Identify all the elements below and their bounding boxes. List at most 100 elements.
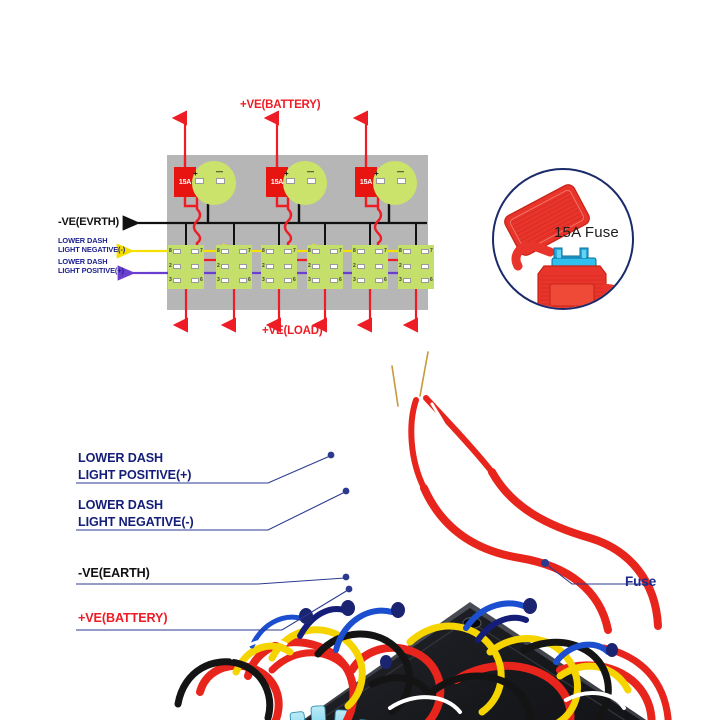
terminal-number: 7 bbox=[339, 248, 342, 254]
terminal-number: 3 bbox=[399, 277, 402, 283]
terminal-number: 2 bbox=[353, 263, 356, 269]
terminal-number: 8 bbox=[262, 248, 265, 254]
terminal-number: 3 bbox=[262, 277, 265, 283]
terminal-number: 7 bbox=[200, 248, 203, 254]
terminal-pad bbox=[357, 278, 365, 283]
terminal-pad bbox=[312, 249, 320, 254]
callout-line-2: LIGHT POSITIVE(+) bbox=[78, 467, 192, 482]
fuse-rating-label: 15A bbox=[270, 178, 284, 186]
socket-3-minus-sign: — bbox=[397, 169, 404, 176]
terminal-number: 2 bbox=[217, 263, 220, 269]
terminal-pad bbox=[357, 249, 365, 254]
terminal-pad bbox=[221, 264, 229, 269]
terminal-pad bbox=[239, 278, 247, 283]
terminal-pad bbox=[239, 264, 247, 269]
terminal-number: 7 bbox=[384, 248, 387, 254]
terminal-pad bbox=[221, 249, 229, 254]
photo-callout-earth: -VE(EARTH) bbox=[78, 566, 150, 580]
terminal-number: 2 bbox=[308, 263, 311, 269]
fuse-inset-title: 15A Fuse bbox=[554, 224, 619, 241]
terminal-number: 2 bbox=[169, 263, 172, 269]
terminal-pad bbox=[421, 264, 429, 269]
socket-3-plus-sign: + bbox=[374, 169, 379, 178]
terminal-pad bbox=[330, 264, 338, 269]
terminal-number: 7 bbox=[430, 248, 433, 254]
terminal-pad bbox=[284, 264, 292, 269]
diagram-fuse-15a-1: 15A bbox=[174, 167, 196, 197]
terminal-number: 7 bbox=[293, 248, 296, 254]
terminal-pad bbox=[266, 249, 274, 254]
terminal-pad bbox=[312, 278, 320, 283]
photo-callout-light-negative: LOWER DASH LIGHT NEGATIVE(-) bbox=[78, 497, 194, 530]
terminal-number: 6 bbox=[339, 277, 342, 283]
terminal-pad bbox=[403, 249, 411, 254]
photo-callout-light-positive: LOWER DASH LIGHT POSITIVE(+) bbox=[78, 450, 192, 483]
terminal-number: 3 bbox=[353, 277, 356, 283]
label-line-2: LIGHT POSITIVE(+) bbox=[58, 265, 124, 275]
terminal-pad bbox=[421, 249, 429, 254]
terminal-number: 3 bbox=[169, 277, 172, 283]
terminal-pad bbox=[191, 249, 199, 254]
terminal-number: 8 bbox=[399, 248, 402, 254]
terminal-number: 6 bbox=[384, 277, 387, 283]
diagram-fuse-15a-2: 15A bbox=[266, 167, 288, 197]
terminal-number: 8 bbox=[308, 248, 311, 254]
terminal-pad bbox=[266, 264, 274, 269]
fuse-inset: 15A Fuse bbox=[492, 168, 634, 310]
diagram-fuse-15a-3: 15A bbox=[355, 167, 377, 197]
socket-2-minus-pad bbox=[307, 178, 316, 184]
terminal-number: 7 bbox=[248, 248, 251, 254]
terminal-number: 2 bbox=[399, 263, 402, 269]
terminal-pad bbox=[284, 278, 292, 283]
terminal-pad bbox=[357, 264, 365, 269]
terminal-pad bbox=[330, 278, 338, 283]
socket-3-plus-pad bbox=[376, 178, 385, 184]
terminal-pad bbox=[403, 278, 411, 283]
terminal-pad bbox=[375, 264, 383, 269]
terminal-pad bbox=[191, 278, 199, 283]
product-photo: LOWER DASH LIGHT POSITIVE(+) LOWER DASH … bbox=[0, 340, 720, 720]
fuse-rating-label: 15A bbox=[178, 178, 192, 186]
diagram-label-light-negative: LOWER DASH LIGHT NEGATIVE(-) bbox=[58, 236, 126, 254]
socket-2-minus-sign: — bbox=[307, 169, 314, 176]
callout-line-1: LOWER DASH bbox=[78, 498, 164, 512]
terminal-pad bbox=[421, 278, 429, 283]
terminal-pad bbox=[173, 278, 181, 283]
terminal-number: 8 bbox=[169, 248, 172, 254]
wire-harness bbox=[174, 351, 672, 720]
terminal-pad bbox=[330, 249, 338, 254]
terminal-pad bbox=[403, 264, 411, 269]
photo-callout-fuse: Fuse bbox=[625, 574, 657, 589]
terminal-number: 6 bbox=[430, 277, 433, 283]
socket-2-plus-sign: + bbox=[284, 169, 289, 178]
terminal-pad bbox=[191, 264, 199, 269]
spade-terminal-group bbox=[289, 705, 373, 720]
label-line-1: LOWER DASH bbox=[58, 236, 108, 245]
socket-1-plus-sign: + bbox=[193, 169, 198, 178]
terminal-number: 6 bbox=[200, 277, 203, 283]
terminal-pad bbox=[375, 278, 383, 283]
socket-3-minus-pad bbox=[397, 178, 406, 184]
terminal-number: 8 bbox=[217, 248, 220, 254]
terminal-number: 8 bbox=[353, 248, 356, 254]
terminal-pad bbox=[284, 249, 292, 254]
fuse-inset-ring bbox=[492, 168, 634, 310]
terminal-number: 2 bbox=[262, 263, 265, 269]
callout-line-1: LOWER DASH bbox=[78, 451, 164, 465]
socket-1-plus-pad bbox=[195, 178, 204, 184]
terminal-number: 3 bbox=[308, 277, 311, 283]
diagram-bottom-label: +VE(LOAD) bbox=[262, 325, 323, 337]
wiring-diagram: +VE(BATTERY) bbox=[40, 85, 480, 340]
label-line-2: LIGHT NEGATIVE(-) bbox=[58, 244, 126, 254]
terminal-pad bbox=[266, 278, 274, 283]
fuse-rating-label: 15A bbox=[359, 178, 373, 186]
terminal-number: 6 bbox=[293, 277, 296, 283]
terminal-number: 6 bbox=[248, 277, 251, 283]
diagram-earth-label: -VE(EVRTH) bbox=[58, 216, 119, 228]
terminal-pad bbox=[312, 264, 320, 269]
terminal-pad bbox=[239, 249, 247, 254]
label-line-1: LOWER DASH bbox=[58, 257, 108, 266]
terminal-pad bbox=[173, 249, 181, 254]
terminal-number: 3 bbox=[217, 277, 220, 283]
socket-1-minus-sign: — bbox=[216, 169, 223, 176]
